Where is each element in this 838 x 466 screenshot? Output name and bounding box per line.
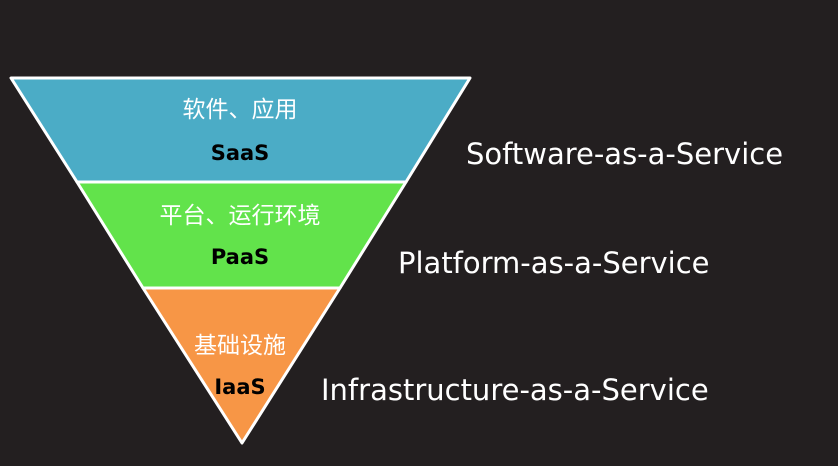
paas-full-name: Platform-as-a-Service <box>398 246 710 280</box>
iaas-chinese-label: 基础设施 <box>194 333 286 359</box>
saas-layer <box>9 76 472 184</box>
iaas-layer <box>141 286 342 445</box>
iaas-abbreviation: IaaS <box>214 375 265 399</box>
iaas-full-name: Infrastructure-as-a-Service <box>321 373 709 407</box>
saas-full-name: Software-as-a-Service <box>466 137 784 171</box>
saas-abbreviation: SaaS <box>211 141 270 165</box>
paas-abbreviation: PaaS <box>211 245 269 269</box>
saas-chinese-label: 软件、应用 <box>183 97 298 123</box>
paas-layer <box>75 180 408 290</box>
paas-chinese-label: 平台、运行环境 <box>160 203 321 229</box>
